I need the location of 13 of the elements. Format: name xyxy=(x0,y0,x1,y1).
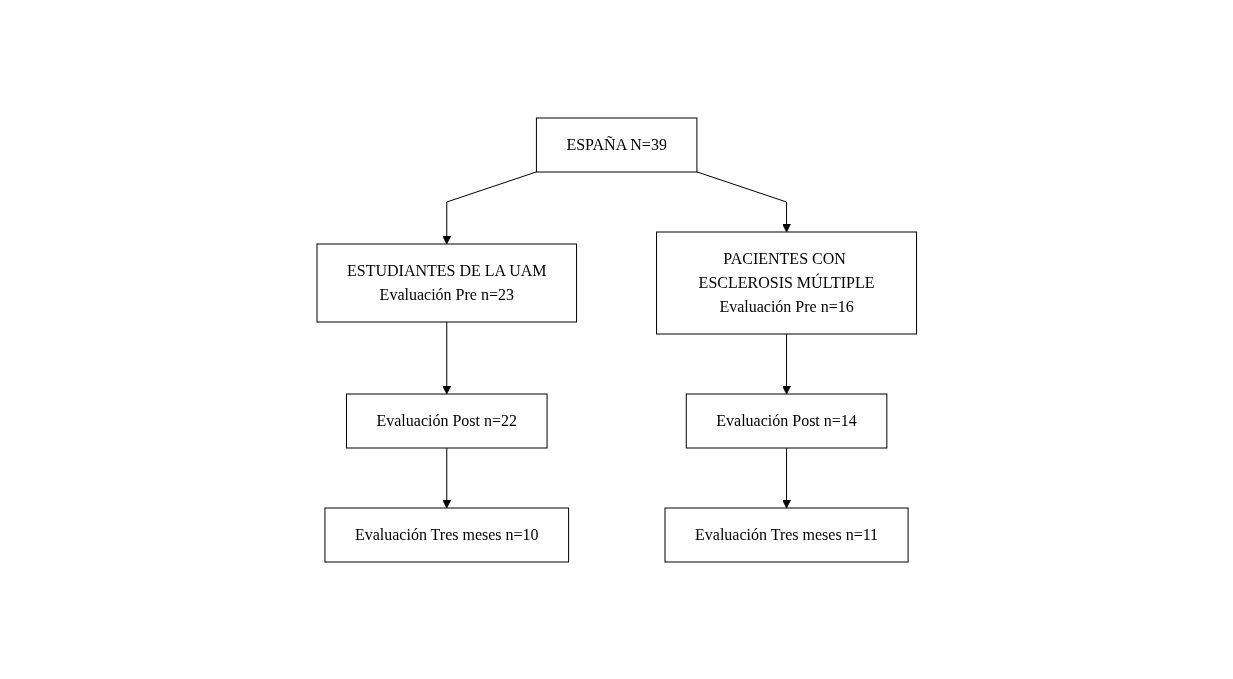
arrow xyxy=(781,447,791,508)
arrow xyxy=(696,170,791,232)
arrow xyxy=(442,170,537,244)
node-box: ESPAÑA N=39 xyxy=(535,117,698,172)
node-box: Evaluación Post n=14 xyxy=(685,393,888,448)
node-box: Evaluación Tres meses n=10 xyxy=(324,507,569,562)
arrow xyxy=(781,333,791,394)
arrow xyxy=(442,321,451,394)
node-box: PACIENTES CON ESCLEROSIS MÚLTIPLE Evaluación Pre n=16 xyxy=(655,231,917,334)
node-box: Evaluación Post n=22 xyxy=(345,393,548,448)
node-box: Evaluación Tres meses n=11 xyxy=(664,507,909,562)
node-box: ESTUDIANTES DE LA UAM Evaluación Pre n=23 xyxy=(316,243,577,322)
arrow xyxy=(442,447,451,508)
